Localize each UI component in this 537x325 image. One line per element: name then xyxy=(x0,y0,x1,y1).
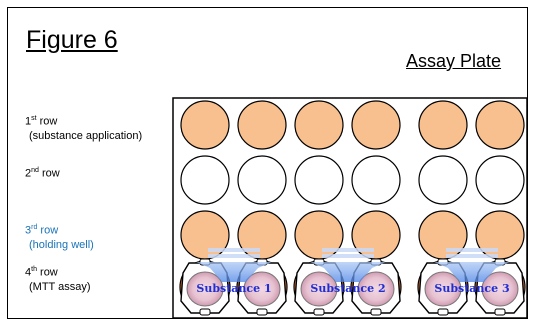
row-2-wells xyxy=(180,155,525,205)
well xyxy=(418,100,468,150)
row-1-wells xyxy=(180,100,525,150)
well xyxy=(180,155,230,205)
transfer-arrow xyxy=(310,248,386,282)
well xyxy=(237,155,287,205)
substance-3-label: Substance 3 xyxy=(434,282,509,295)
well xyxy=(294,155,344,205)
transfer-arrows xyxy=(196,248,510,282)
well xyxy=(237,100,287,150)
row-1-label: 1st row (substance application) xyxy=(25,115,143,142)
well xyxy=(180,100,230,150)
row-3-label: 3rd row (holding well) xyxy=(25,224,94,251)
row-4-sublabel: (MTT assay) xyxy=(29,280,91,293)
substance-2-label: Substance 2 xyxy=(310,282,385,295)
assay-plate-title: Assay Plate xyxy=(406,51,502,71)
well xyxy=(475,100,525,150)
transfer-arrow xyxy=(196,248,272,282)
substance-1-label: Substance 1 xyxy=(196,282,271,295)
row-1-sublabel: (substance application) xyxy=(29,129,143,142)
well xyxy=(351,155,401,205)
well xyxy=(294,100,344,150)
row-4-label: 4th row (MTT assay) xyxy=(25,266,91,293)
well xyxy=(351,100,401,150)
row-3-wells xyxy=(180,210,525,260)
figure-title: Figure 6 xyxy=(26,26,118,54)
well xyxy=(475,155,525,205)
well xyxy=(418,155,468,205)
row-2-label: 2nd row xyxy=(25,167,60,180)
transfer-arrow xyxy=(434,248,510,282)
row-3-sublabel: (holding well) xyxy=(29,238,94,251)
